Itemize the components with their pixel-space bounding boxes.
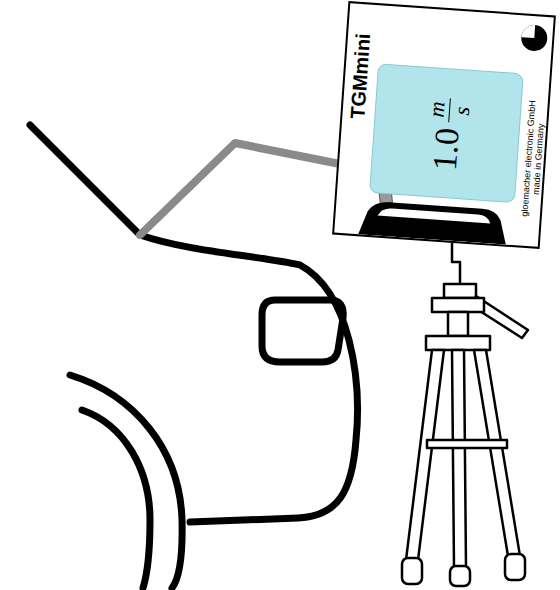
tripod-foot-right xyxy=(505,554,525,580)
wheel-arch-outer xyxy=(70,375,182,588)
tripod-column xyxy=(448,312,468,336)
car-icon xyxy=(358,200,508,244)
tripod-plate xyxy=(444,284,476,298)
tripod-brace xyxy=(427,440,507,448)
unit-numerator: m xyxy=(424,96,451,122)
device-name-box: TGMmini xyxy=(343,20,377,132)
car-icon-window xyxy=(378,208,491,224)
gray-rod xyxy=(140,143,345,235)
logo-slice xyxy=(521,24,535,38)
tripod-leg-left xyxy=(406,350,444,560)
rear-window-line xyxy=(30,125,140,235)
unit-fraction: ms xyxy=(424,96,475,123)
tripod-head xyxy=(432,298,484,312)
tail-light xyxy=(262,300,343,362)
wheel-arch-inner xyxy=(82,410,150,588)
display-screen: 1.0 ms xyxy=(369,63,524,203)
device-card: TGMminigloemacher electronic GmbHmade in… xyxy=(332,1,556,249)
tripod xyxy=(402,238,528,586)
tripod-leg-middle xyxy=(452,350,466,568)
tripod-foot-middle xyxy=(450,566,470,586)
tripod-foot-left xyxy=(402,558,422,584)
reading-value: 1.0 xyxy=(426,127,467,172)
tripod-collar xyxy=(426,336,490,350)
reading-group: 1.0 ms xyxy=(412,73,482,195)
tripod-leg-right xyxy=(474,350,520,556)
logo-pie xyxy=(520,24,548,52)
car-outline xyxy=(30,125,357,588)
unit-denominator: s xyxy=(449,102,474,120)
device-name: TGMmini xyxy=(346,33,375,120)
mount-wire xyxy=(452,238,460,285)
